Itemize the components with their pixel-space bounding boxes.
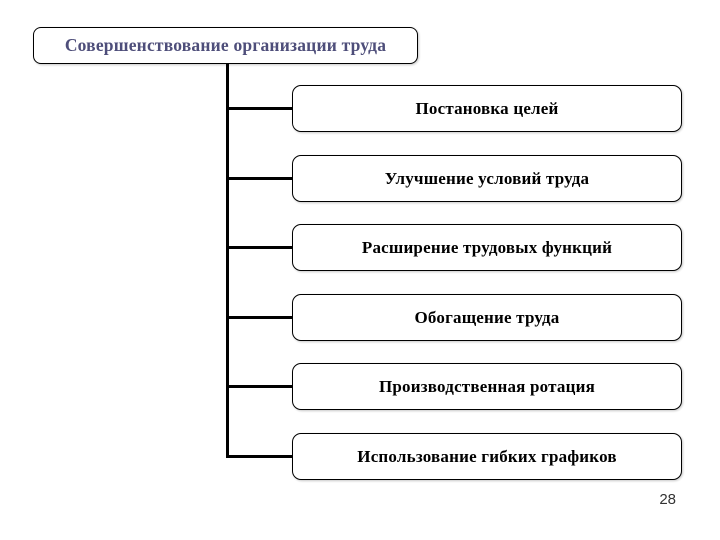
flow-box: Обогащение труда	[292, 294, 682, 341]
connector-branch-line	[226, 455, 292, 458]
page-number: 28	[659, 491, 676, 508]
flow-box: Производственная ротация	[292, 363, 682, 410]
connector-branch-line	[226, 107, 292, 110]
flow-row: Обогащение труда	[226, 294, 682, 341]
flow-box-label: Расширение трудовых функций	[361, 237, 613, 257]
connector-branch-line	[226, 316, 292, 319]
flow-row: Производственная ротация	[226, 363, 682, 410]
flow-box-label: Постановка целей	[415, 98, 559, 118]
flow-box-label: Улучшение условий труда	[384, 168, 590, 188]
flow-box-label: Производственная ротация	[378, 376, 595, 396]
flow-row: Улучшение условий труда	[226, 155, 682, 202]
flow-row: Использование гибких графиков	[226, 433, 682, 480]
flow-box: Постановка целей	[292, 85, 682, 132]
flow-row: Постановка целей	[226, 85, 682, 132]
connector-branch-line	[226, 385, 292, 388]
connector-trunk-line	[226, 64, 229, 458]
flow-row: Расширение трудовых функций	[226, 224, 682, 271]
flow-box-label: Использование гибких графиков	[357, 446, 617, 466]
flow-box: Расширение трудовых функций	[292, 224, 682, 271]
flow-box: Использование гибких графиков	[292, 433, 682, 480]
diagram-title-box: Совершенствование организации труда	[33, 27, 418, 64]
flow-box-label: Обогащение труда	[414, 307, 560, 327]
connector-branch-line	[226, 246, 292, 249]
connector-branch-line	[226, 177, 292, 180]
flow-box: Улучшение условий труда	[292, 155, 682, 202]
diagram-title: Совершенствование организации труда	[64, 35, 387, 55]
